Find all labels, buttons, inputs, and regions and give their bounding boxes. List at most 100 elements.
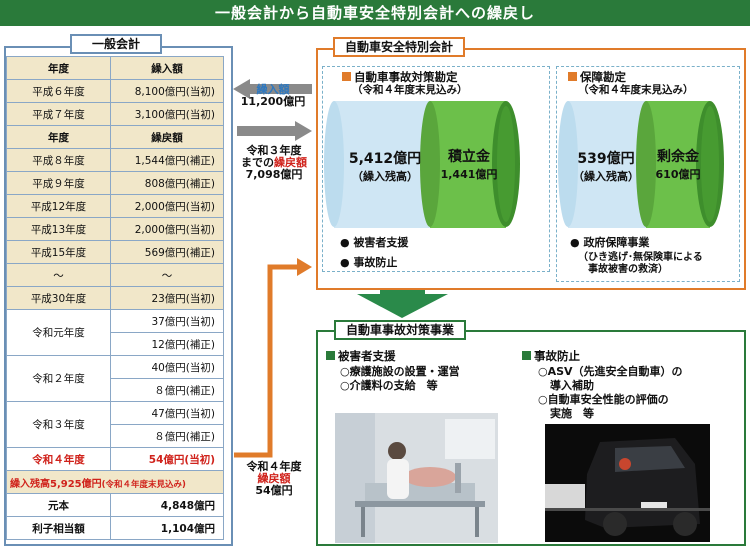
amount-cell: 23億円(当初) [110, 286, 224, 310]
special-account-tag: 自動車安全特別会計 [333, 37, 465, 57]
accident-heading: 自動車事故対策勘定 [342, 71, 458, 84]
guarantee-left-text: 539億円 （繰入残高） [566, 148, 646, 184]
balance-note: (令和４年度末見込み) [101, 479, 186, 490]
year-cell: 令和２年度 [6, 355, 111, 402]
inflow-label-block: 繰入額 11,200億円 [240, 84, 306, 108]
year-cell: 平成13年度 [6, 217, 111, 241]
prevention-heading: 事故防止 [522, 350, 580, 363]
returned-arrow [237, 121, 312, 141]
year-cell: 平成15年度 [6, 240, 111, 264]
balance-cell: 繰入残高5,925億円(令和４年度末見込み) [6, 470, 224, 494]
year-cell: 平成30年度 [6, 286, 111, 310]
interest-value: 1,104億円 [110, 516, 224, 540]
returned-line2-pre: までの [241, 156, 274, 169]
victim-heading: 被害者支援 [326, 350, 396, 363]
prevention-item: 実施 等 [550, 407, 594, 420]
amount-cell: 2,000億円(当初) [110, 194, 224, 218]
r4-arrow-head [297, 258, 312, 276]
accident-right-text: 積立金 1,441億円 [436, 146, 502, 182]
square-marker-icon [568, 72, 577, 81]
accident-left-value: 5,412億円 [348, 151, 422, 167]
general-account-tag: 一般会計 [70, 34, 162, 54]
table-row: ～～ [6, 263, 224, 287]
table-row: ８億円(補正) [7, 424, 224, 448]
inflow-label: 繰入額 [256, 83, 290, 96]
inflow-value: 11,200億円 [240, 95, 306, 108]
year-cell: 年度 [6, 125, 111, 149]
accident-bullet-2: ● 事故防止 [340, 256, 398, 269]
guarantee-note: （ひき逃げ･無保険車による 事故被害の救済） [578, 252, 703, 276]
projects-tag: 自動車事故対策事業 [334, 320, 466, 340]
principal-label: 元本 [6, 493, 111, 517]
prevention-item: 導入補助 [550, 379, 594, 392]
amount-cell: 569億円(補正) [110, 240, 224, 264]
accident-account-box [322, 66, 550, 272]
guarantee-note-1: （ひき逃げ･無保険車による [578, 252, 703, 263]
r4-value: 54億円 [255, 484, 293, 497]
amount-cell: ～ [110, 263, 224, 287]
guarantee-note-2: 事故被害の救済） [588, 264, 668, 275]
care-facility-photo [335, 413, 498, 543]
guarantee-account-box [556, 66, 740, 282]
year-cell: 年度 [6, 56, 111, 80]
year-cell: 令和４年度 [6, 447, 111, 471]
amount-cell: 47億円(当初) [110, 401, 224, 425]
table-header-row: 年度繰入額 [6, 56, 224, 80]
year-cell: 令和３年度 [6, 401, 111, 448]
accident-sub: （令和４年度末見込み） [352, 84, 468, 96]
amount-cell: 54億円(当初) [110, 447, 224, 471]
r4-line2: 繰戻額 [257, 472, 291, 485]
year-cell: 平成12年度 [6, 194, 111, 218]
year-cell: 令和元年度 [6, 309, 111, 356]
victim-items: ○療護施設の設置・運営 ○介護料の支給 等 [340, 365, 460, 393]
returned-label-block: 令和３年度 までの繰戻額 7,098億円 [236, 145, 312, 181]
amount-cell: 40億円(当初) [110, 355, 224, 379]
square-marker-icon [342, 72, 351, 81]
amount-cell: 繰入額 [110, 56, 224, 80]
guarantee-left-note: （繰入残高） [573, 170, 639, 183]
accident-bullet-1: ● 被害者支援 [340, 236, 409, 249]
victim-item: ○介護料の支給 等 [340, 379, 438, 392]
amount-cell: 2,000億円(当初) [110, 217, 224, 241]
accident-left-note: （繰入残高） [352, 170, 418, 183]
prevention-items: ○ASV（先進安全自動車）の 導入補助 ○自動車安全性能の評価の 実施 等 [538, 365, 683, 421]
guarantee-sub: （令和４年度末見込み） [578, 84, 694, 96]
returned-line1: 令和３年度 [246, 144, 302, 157]
square-marker-icon [522, 351, 531, 360]
accident-left-text: 5,412億円 （繰入残高） [340, 148, 430, 184]
amount-cell: 37億円(当初) [110, 309, 224, 333]
r4-arrow-line [234, 264, 298, 458]
year-cell: 平成７年度 [6, 102, 111, 126]
amount-cell: ８億円(補正) [110, 378, 224, 402]
guarantee-right-label: 剰余金 [657, 149, 699, 165]
crash-test-illustration [545, 424, 710, 542]
principal-value: 4,848億円 [110, 493, 224, 517]
balance-main: 繰入残高5,925億円 [10, 478, 102, 490]
crash-test-photo [545, 424, 710, 542]
prevention-item: ○自動車安全性能の評価の [538, 393, 669, 406]
victim-item: ○療護施設の設置・運営 [340, 365, 460, 378]
amount-cell: 1,544億円(補正) [110, 148, 224, 172]
table-header-row: 年度繰戻額 [6, 125, 224, 149]
returned-value: 7,098億円 [245, 168, 303, 181]
year-cell: 平成９年度 [6, 171, 111, 195]
amount-cell: 繰戻額 [110, 125, 224, 149]
amount-cell: 3,100億円(当初) [110, 102, 224, 126]
guarantee-right-text: 剰余金 610億円 [648, 146, 708, 182]
r4-label-block: 令和４年度 繰戻額 54億円 [236, 461, 312, 497]
guarantee-heading: 保障勘定 [568, 71, 626, 84]
